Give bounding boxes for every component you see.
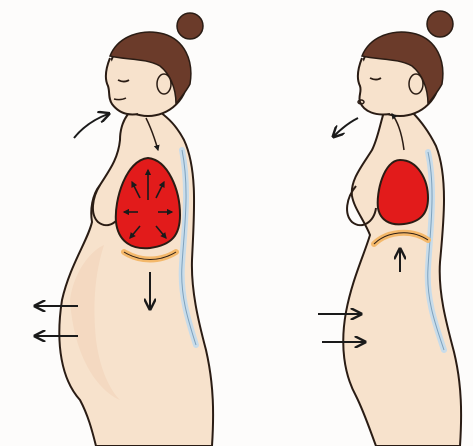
exhale-hair-bun — [427, 11, 453, 37]
inhale-hair-bun — [177, 13, 203, 39]
exhale-figure — [318, 11, 461, 446]
exhale-arrow-icon — [334, 118, 358, 136]
inhale-arrow-icon — [74, 114, 108, 138]
inhale-figure — [36, 13, 213, 446]
